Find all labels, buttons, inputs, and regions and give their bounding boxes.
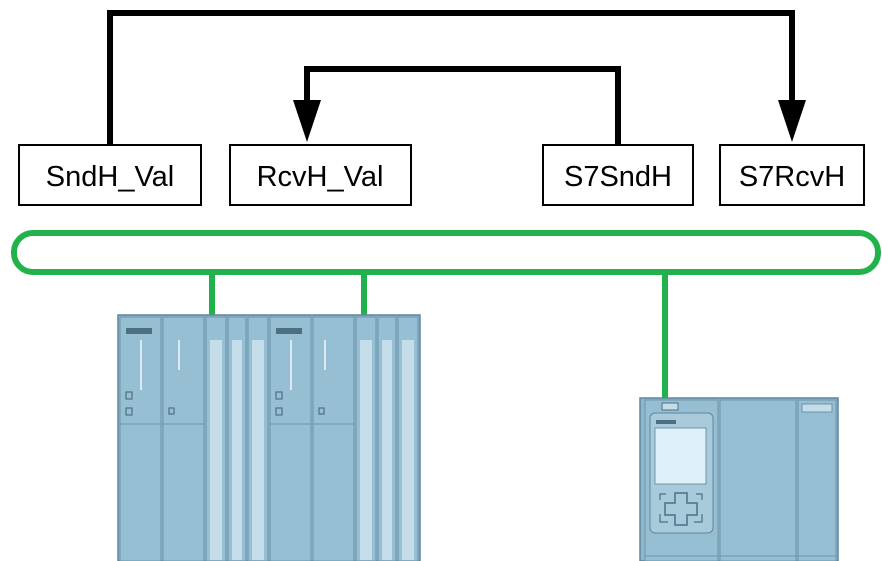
cpu-module-1 [120, 317, 161, 561]
plc-redundant-station [118, 315, 420, 561]
connection-sndh-val-to-s7rcvh [110, 13, 792, 144]
block-s7rcvh: S7RcvH [720, 145, 864, 205]
block-s7rcvh-label: S7RcvH [739, 161, 845, 193]
block-s7sndh: S7SndH [543, 145, 693, 205]
block-sndh-val: SndH_Val [19, 145, 201, 205]
block-sndh-val-label: SndH_Val [46, 161, 174, 193]
cpu-module-2 [270, 317, 311, 561]
block-rcvh-val-label: RcvH_Val [257, 161, 384, 193]
sync-module-2 [313, 317, 354, 561]
io-module [798, 400, 836, 561]
io-modules-2 [356, 317, 418, 561]
arrowhead-rcvh-val [293, 100, 321, 142]
block-rcvh-val: RcvH_Val [230, 145, 411, 205]
sync-module-1 [163, 317, 204, 561]
connection-lines [110, 13, 806, 144]
connection-s7sndh-to-rcvh-val [307, 69, 618, 144]
arrowhead-s7rcvh [778, 100, 806, 142]
plc-s7-1500-station [640, 398, 838, 561]
cpu-front-panel [645, 400, 718, 561]
io-modules-1 [206, 317, 268, 561]
power-module [720, 400, 796, 561]
block-s7sndh-label: S7SndH [564, 161, 672, 193]
